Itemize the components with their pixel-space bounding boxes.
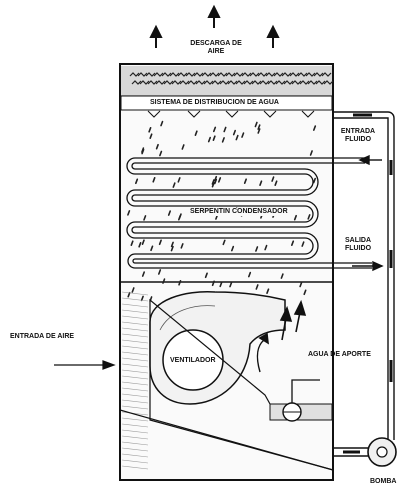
pump-label: BOMBA xyxy=(370,478,396,486)
water-distribution-label: SISTEMA DE DISTRIBUCION DE AGUA xyxy=(150,99,279,107)
fluid-inlet-label: ENTRADA FLUIDO xyxy=(338,128,378,144)
condenser-coil-label: SERPENTIN CONDENSADOR xyxy=(188,208,290,216)
fluid-outlet-label: SALIDA FLUIDO xyxy=(339,237,377,253)
air-inlet-label: ENTRADA DE AIRE xyxy=(10,333,74,341)
makeup-water-label: AGUA DE APORTE xyxy=(308,351,371,359)
fan-label: VENTILADOR xyxy=(170,357,216,365)
pump-icon xyxy=(368,438,396,466)
air-discharge-label: DESCARGA DE AIRE xyxy=(184,40,248,56)
air-inlet-arrow xyxy=(54,361,114,369)
pipe-highlights xyxy=(343,115,391,452)
drift-eliminator xyxy=(121,66,332,95)
